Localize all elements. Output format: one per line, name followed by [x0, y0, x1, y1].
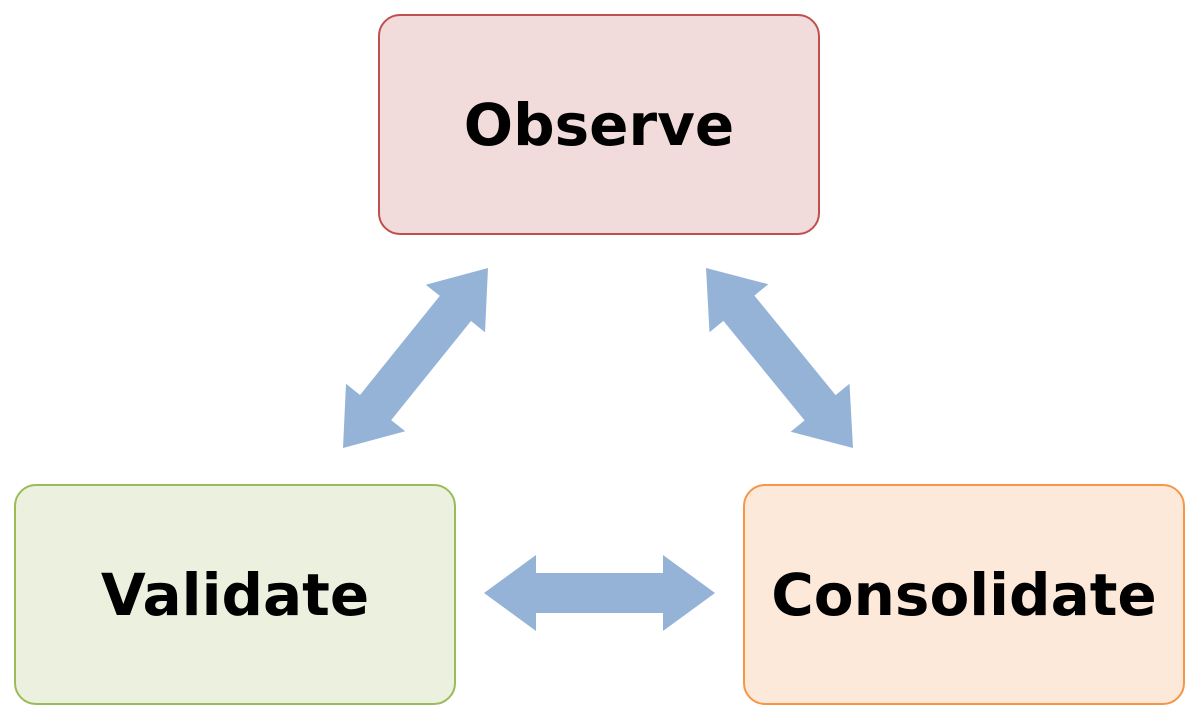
arrow-validate-consolidate	[484, 555, 715, 631]
node-consolidate: Consolidate	[743, 484, 1185, 705]
node-validate-label: Validate	[100, 560, 370, 629]
arrow-validate-observe	[343, 268, 488, 448]
node-observe: Observe	[378, 14, 820, 235]
node-observe-label: Observe	[463, 90, 735, 159]
node-consolidate-label: Consolidate	[771, 560, 1157, 629]
node-validate: Validate	[14, 484, 456, 705]
arrow-observe-consolidate	[706, 268, 853, 448]
